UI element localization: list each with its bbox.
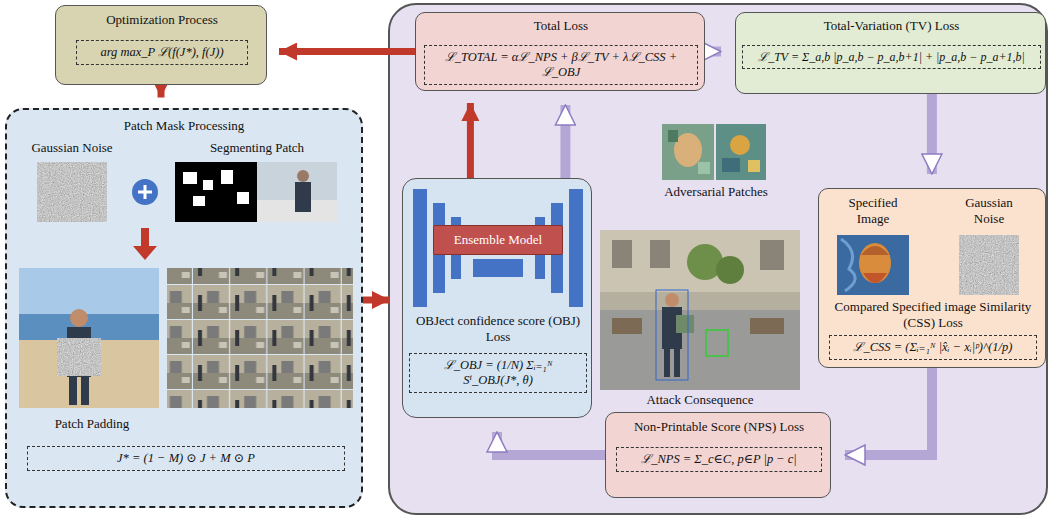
attack-result-photo-part bbox=[612, 240, 632, 268]
formula-text: J* = (1 − M) ⊙ J + M ⊙ P bbox=[27, 446, 345, 471]
network-illustration-part bbox=[569, 189, 583, 307]
patch-caption: Adversarial Patches bbox=[616, 184, 816, 200]
ensemble-model-box: Ensemble Model bbox=[433, 225, 563, 255]
css-illustration-part bbox=[859, 243, 891, 283]
attack-result-photo-part bbox=[600, 230, 800, 292]
patch-mask-illustration-part bbox=[69, 377, 77, 405]
loss-cycle-arrow bbox=[497, 432, 605, 455]
patch-mask-illustration-part bbox=[167, 268, 353, 408]
formula-text: arg max_P ℒ(f(J*), f(J)) bbox=[76, 40, 248, 65]
box-title: Gaussian Noise bbox=[954, 195, 1024, 226]
formula-text: ℒ_TV = Σ_a,b |p_a,b − p_a,b+1| + |p_a,b … bbox=[742, 45, 1041, 69]
adversarial-patch-images-part bbox=[662, 124, 714, 180]
box-title: Total Loss bbox=[420, 18, 702, 34]
box-title: Non-Printable Score (NPS) Loss bbox=[610, 419, 828, 435]
adversarial-patch-images-part bbox=[722, 158, 740, 172]
attack-result-photo-part bbox=[656, 290, 688, 380]
patch-mask-illustration-part bbox=[183, 172, 197, 184]
patch-mask-illustration-part bbox=[175, 162, 257, 222]
patch-mask-illustration-part bbox=[132, 179, 158, 205]
attack-result-photo-part bbox=[716, 256, 744, 284]
attack-result-photo-part bbox=[665, 293, 679, 307]
attack-result-photo-part bbox=[676, 315, 694, 333]
adversarial-patch-images-part bbox=[748, 160, 760, 172]
loss-cycle-arrow bbox=[927, 94, 937, 174]
formula-text: ℒ_OBJ = (1/N) Σᵢ₌₁ᴺ Sⁱ_OBJ(J*, θ) bbox=[409, 353, 587, 393]
flow-arrow bbox=[363, 297, 390, 304]
total-loss-box: Total Lossℒ_TOTAL = αℒ_NPS + βℒ_TV + λℒ_… bbox=[415, 12, 705, 91]
patch-mask-illustration-part bbox=[297, 170, 309, 182]
patch-mask-illustration-part bbox=[138, 185, 152, 199]
attack-result-photo-part bbox=[674, 349, 680, 377]
patch-mask-illustration-part bbox=[133, 246, 157, 260]
adversarial-patch-images-part bbox=[674, 133, 702, 167]
patch-mask-illustration-part bbox=[70, 309, 88, 327]
loss-cycle-arrow bbox=[560, 105, 570, 178]
obj-loss-box: OBJect confidence score (OBJ) Lossℒ_OBJ … bbox=[402, 178, 592, 418]
optimization-box: Optimization Process arg max_P ℒ(f(J*), f… bbox=[55, 5, 267, 85]
loss-cycle-arrow bbox=[845, 368, 932, 455]
box-title: Compared Specified image Similarity (CSS… bbox=[825, 299, 1041, 330]
patch-mask-illustration-part bbox=[295, 182, 311, 212]
flow-arrow bbox=[279, 48, 415, 55]
attack-result-photo-part bbox=[750, 318, 784, 334]
box-title: OBJect confidence score (OBJ) Loss bbox=[409, 313, 587, 344]
css-loss-box: Specified Image Gaussian NoiseCompared Sp… bbox=[818, 188, 1046, 368]
patch-mask-illustration-part bbox=[141, 228, 149, 248]
patch-mask-illustration-part bbox=[81, 377, 89, 405]
attack-result-photo-part bbox=[706, 330, 728, 356]
patch-mask-region: Patch Mask ProcessingGaussian Noise Segme… bbox=[5, 108, 363, 508]
box-title: Specified Image bbox=[838, 195, 908, 226]
adversarial-patch-images bbox=[662, 124, 766, 180]
formula-text: ℒ_CSS = (Σᵢ₌₁ᴺ |x̂ᵢ − xᵢ|ᵖ)^(1/p) bbox=[829, 335, 1037, 360]
css-illustration-part bbox=[837, 235, 909, 295]
attack-result-photo-part bbox=[760, 240, 784, 270]
box-title: Patch Mask Processing bbox=[11, 118, 357, 134]
patch-mask-illustration-part bbox=[57, 338, 101, 376]
patch-mask-illustration bbox=[7, 110, 365, 510]
adversarial-patch-images-part bbox=[698, 162, 710, 174]
box-title: Patch Padding bbox=[17, 416, 167, 432]
attack-result-photo-part bbox=[600, 292, 800, 310]
box-title: Optimization Process bbox=[60, 12, 264, 28]
attack-result-photo-part bbox=[650, 240, 670, 268]
formula-text: ℒ_TOTAL = αℒ_NPS + βℒ_TV + λℒ_CSS + ℒ_OB… bbox=[424, 45, 698, 85]
network-illustration-part bbox=[413, 189, 427, 307]
patch-mask-illustration-part bbox=[257, 162, 337, 222]
nps-loss-box: Non-Printable Score (NPS) Lossℒ_NPS = Σ_… bbox=[605, 412, 831, 498]
patch-mask-illustration-part bbox=[237, 192, 249, 204]
patch-mask-illustration-part bbox=[203, 180, 213, 190]
attack-result-photo-part bbox=[600, 230, 800, 390]
patch-mask-illustration-part bbox=[37, 162, 107, 222]
css-illustration-part bbox=[861, 246, 889, 255]
result-caption: Attack Consequence bbox=[600, 392, 800, 408]
formula-text: ℒ_NPS = Σ_c∈C, p∈P |p − c| bbox=[616, 447, 822, 472]
box-title: Segmenting Patch bbox=[177, 140, 337, 156]
css-illustration-part bbox=[841, 239, 855, 291]
patch-mask-illustration-part bbox=[221, 170, 233, 184]
network-illustration-part bbox=[473, 259, 523, 277]
box-title: Gaussian Noise bbox=[17, 140, 127, 156]
css-illustration-part bbox=[863, 273, 887, 283]
adversarial-patch-images-part bbox=[730, 135, 750, 155]
patch-mask-illustration-part bbox=[19, 268, 159, 314]
flow-arrow bbox=[158, 85, 165, 98]
attack-result-photo bbox=[600, 230, 800, 390]
adversarial-patch-images-part bbox=[716, 124, 766, 180]
box-title: Ensemble Model bbox=[436, 232, 560, 248]
css-illustration-part bbox=[959, 235, 1019, 295]
loss-cycle-arrow bbox=[705, 47, 721, 57]
attack-result-photo-part bbox=[612, 318, 642, 334]
tv-loss-box: Total-Variation (TV) Lossℒ_TV = Σ_a,b |p… bbox=[735, 12, 1046, 94]
attack-result-photo-part bbox=[664, 349, 670, 377]
flow-arrow bbox=[467, 103, 474, 178]
adversarial-patch-images-part bbox=[668, 130, 678, 142]
box-title: Total-Variation (TV) Loss bbox=[740, 18, 1043, 34]
patch-mask-illustration-part bbox=[193, 196, 205, 206]
